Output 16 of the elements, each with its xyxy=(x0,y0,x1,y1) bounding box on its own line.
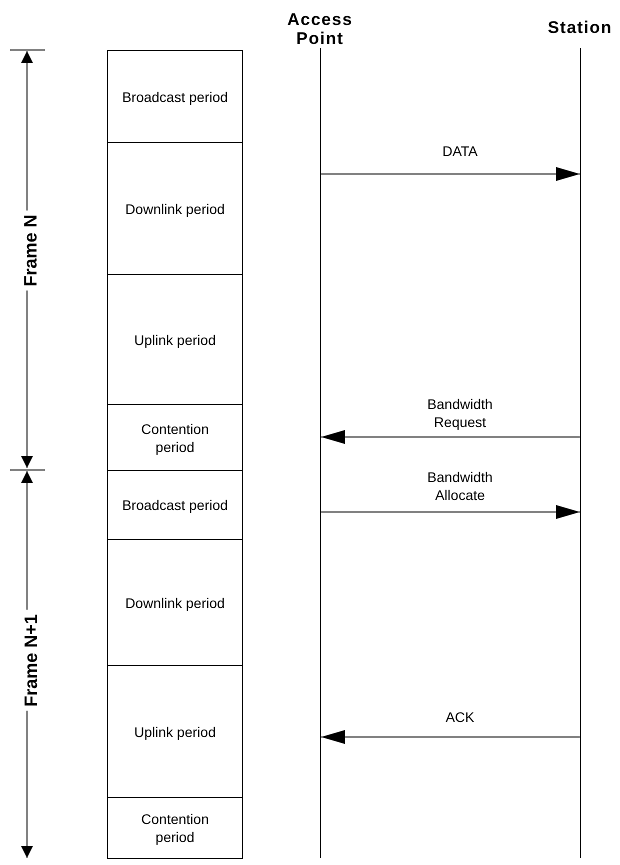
lifeline-heading: Access Point xyxy=(286,10,354,48)
period-box: Contention period xyxy=(107,404,243,471)
period-box: Broadcast period xyxy=(107,470,243,540)
lifeline xyxy=(580,48,581,858)
lifeline xyxy=(320,48,321,858)
message-arrow xyxy=(320,430,580,444)
lifeline-heading: Station xyxy=(546,18,614,37)
period-box: Contention period xyxy=(107,797,243,859)
period-box: Uplink period xyxy=(107,665,243,798)
period-box: Downlink period xyxy=(107,142,243,275)
message-arrow xyxy=(320,505,580,519)
period-box: Uplink period xyxy=(107,274,243,405)
message-arrow xyxy=(320,167,580,181)
period-box: Downlink period xyxy=(107,539,243,666)
message-arrow xyxy=(320,730,580,744)
period-box: Broadcast period xyxy=(107,50,243,143)
